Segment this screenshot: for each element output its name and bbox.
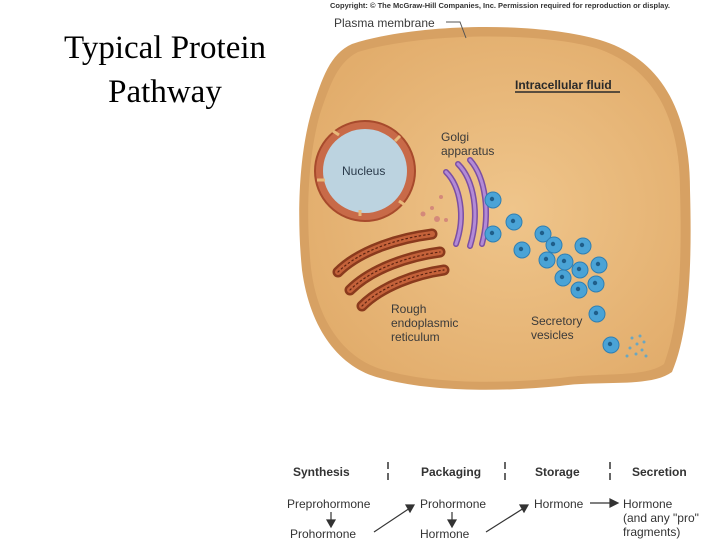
vesicle-core	[593, 310, 599, 316]
pathway-arrows	[325, 498, 620, 533]
rer-label-line1: Rough	[391, 302, 426, 316]
vesicle-core	[539, 230, 545, 236]
slide-title: Typical Protein Pathway	[40, 26, 290, 114]
step-hormone-packaging: Hormone	[420, 527, 470, 540]
title-line-1: Typical Protein	[63, 30, 267, 66]
stage-secretion: Secretion	[632, 465, 687, 479]
nuclear-pores	[317, 129, 406, 216]
exocytosis-granules	[625, 334, 648, 358]
stage-packaging: Packaging	[421, 465, 481, 479]
rough-er	[332, 228, 450, 312]
vesicle-core	[489, 230, 495, 236]
step-prohormone-packaging: Prohormone	[420, 497, 486, 511]
title-line-2: Pathway	[108, 74, 222, 110]
vesicle-core	[576, 266, 582, 272]
rer-label-line2: endoplasmic	[391, 316, 458, 330]
vesicle-core	[550, 241, 556, 247]
vesicle-core	[518, 246, 524, 252]
plasma-membrane-label: Plasma membrane	[334, 16, 435, 30]
vesicles-label-line1: Secretory	[531, 314, 582, 328]
vesicle-core	[559, 274, 565, 280]
stage-synthesis: Synthesis	[293, 465, 350, 479]
vesicle-core	[575, 286, 581, 292]
vesicle-core	[592, 280, 598, 286]
golgi-label-line1: Golgi	[441, 130, 469, 144]
nucleus-label: Nucleus	[342, 164, 385, 178]
plasma-membrane-pointer	[446, 21, 467, 39]
transport-vesicles	[420, 195, 448, 222]
nucleus	[323, 129, 407, 213]
intracellular-fluid-label: Intracellular fluid	[515, 78, 612, 92]
vesicles-label-line2: vesicles	[531, 328, 574, 342]
vesicle-core	[579, 242, 585, 248]
golgi-label-line2: apparatus	[441, 144, 494, 158]
step-secretion-note: (and any "pro"	[623, 511, 699, 525]
vesicle-core	[489, 196, 495, 202]
step-hormone-secretion: Hormone	[623, 497, 673, 511]
step-secretion-fragments: fragments)	[623, 525, 680, 539]
step-preprohormone: Preprohormone	[287, 497, 371, 511]
secretory-vesicles	[484, 191, 620, 354]
copyright-notice: Copyright: © The McGraw-Hill Companies, …	[330, 1, 671, 10]
vesicle-core	[595, 261, 601, 267]
stage-storage: Storage	[535, 465, 580, 479]
cytoplasm	[308, 36, 681, 382]
step-prohormone-synthesis: Prohormone	[290, 527, 356, 540]
vesicle-core	[543, 256, 549, 262]
step-hormone-storage: Hormone	[534, 497, 584, 511]
golgi-apparatus	[443, 157, 489, 249]
rer-label-line3: reticulum	[391, 330, 440, 344]
vesicle-core	[607, 341, 613, 347]
vesicle-core	[510, 218, 516, 224]
stage-dividers	[387, 462, 611, 482]
vesicle-core	[561, 258, 567, 264]
